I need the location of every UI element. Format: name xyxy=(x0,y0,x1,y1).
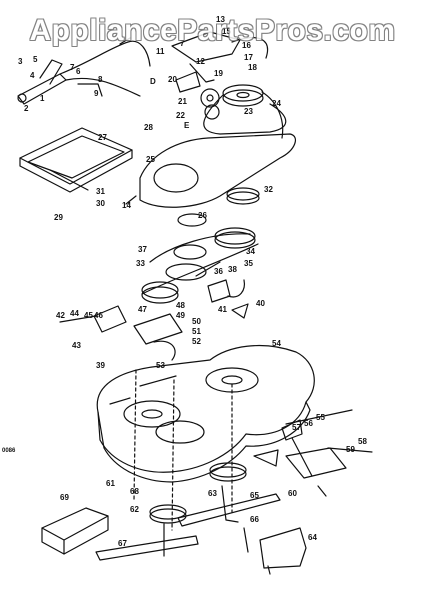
callout-18: 18 xyxy=(248,63,257,72)
callout-25: 25 xyxy=(146,155,155,164)
callout-51: 51 xyxy=(192,327,201,336)
callout-60: 60 xyxy=(288,489,297,498)
callout-15: 15 xyxy=(222,27,231,36)
callout-40: 40 xyxy=(256,299,265,308)
callout-34: 34 xyxy=(246,247,255,256)
callout-35: 35 xyxy=(244,259,253,268)
callout-52: 52 xyxy=(192,337,201,346)
belt-cover xyxy=(125,133,297,208)
deck-hanger-links xyxy=(253,409,373,497)
callout-53: 53 xyxy=(156,361,165,370)
callout-67: 67 xyxy=(118,539,127,548)
callout-32: 32 xyxy=(264,185,273,194)
mid-right-brackets xyxy=(59,279,249,361)
callout-7b: 7 xyxy=(180,39,185,48)
callout-13: 13 xyxy=(216,15,225,24)
callout-66: 66 xyxy=(250,515,259,524)
callout-54: 54 xyxy=(272,339,281,348)
callout-2: 2 xyxy=(24,104,29,113)
callout-58: 58 xyxy=(358,437,367,446)
callout-21: 21 xyxy=(178,97,187,106)
callout-38: 38 xyxy=(228,265,237,274)
callout-36: 36 xyxy=(214,267,223,276)
callout-9: 9 xyxy=(94,89,99,98)
callout-33: 33 xyxy=(136,259,145,268)
callout-5: 5 xyxy=(33,55,38,64)
mower-shield-tray xyxy=(19,127,133,193)
callout-62: 62 xyxy=(130,505,139,514)
callout-49: 49 xyxy=(176,311,185,320)
callout-D: D xyxy=(150,77,156,86)
callout-65: 65 xyxy=(250,491,259,500)
callout-46: 46 xyxy=(94,311,103,320)
callout-68: 68 xyxy=(130,487,139,496)
callout-16: 16 xyxy=(242,41,251,50)
callout-43: 43 xyxy=(72,341,81,350)
callout-61: 61 xyxy=(106,479,115,488)
callout-29: 29 xyxy=(54,213,63,222)
callout-28: 28 xyxy=(144,123,153,132)
callout-22: 22 xyxy=(176,111,185,120)
callout-27: 27 xyxy=(98,133,107,142)
callout-7a: 7 xyxy=(70,63,75,72)
side-code: 0086 xyxy=(2,448,16,454)
callout-55: 55 xyxy=(316,413,325,422)
idler-bracket-assembly xyxy=(171,31,269,120)
callout-47: 47 xyxy=(138,305,147,314)
discharge-baffle xyxy=(41,507,109,555)
callout-30: 30 xyxy=(96,199,105,208)
callout-39: 39 xyxy=(96,361,105,370)
callout-48: 48 xyxy=(176,301,185,310)
callout-23: 23 xyxy=(244,107,253,116)
callout-37: 37 xyxy=(138,245,147,254)
callout-24: 24 xyxy=(272,99,281,108)
callout-E: E xyxy=(184,121,190,130)
callout-57: 57 xyxy=(292,423,301,432)
callout-3: 3 xyxy=(18,57,23,66)
blades-and-spindles xyxy=(95,462,281,561)
callout-12: 12 xyxy=(196,57,205,66)
callout-56: 56 xyxy=(304,419,313,428)
callout-50: 50 xyxy=(192,317,201,326)
callout-11: 11 xyxy=(156,47,165,56)
callout-20: 20 xyxy=(168,75,177,84)
callout-42: 42 xyxy=(56,311,65,320)
callout-26: 26 xyxy=(198,211,207,220)
callout-17: 17 xyxy=(244,53,253,62)
callout-31: 31 xyxy=(96,187,105,196)
callout-6: 6 xyxy=(76,67,81,76)
upper-pulley-belt xyxy=(203,84,287,139)
callout-69: 69 xyxy=(60,493,69,502)
mower-deck-housing xyxy=(96,345,315,531)
callout-8: 8 xyxy=(98,75,103,84)
discharge-chute xyxy=(259,527,307,575)
callout-45: 45 xyxy=(84,311,93,320)
callout-63: 63 xyxy=(208,489,217,498)
callout-59: 59 xyxy=(346,445,355,454)
callout-64: 64 xyxy=(308,533,317,542)
callout-41: 41 xyxy=(218,305,227,314)
lift-lever-assembly xyxy=(17,37,151,105)
callout-1: 1 xyxy=(40,94,45,103)
center-spindle-pulleys xyxy=(141,187,260,304)
callout-4: 4 xyxy=(30,71,35,80)
part-number-callouts: 1 2 3 4 5 6 7 8 9 7 11 12 13 14 15 16 17… xyxy=(2,15,367,548)
callout-19: 19 xyxy=(214,69,223,78)
callout-14: 14 xyxy=(122,201,131,210)
callout-44: 44 xyxy=(70,309,79,318)
